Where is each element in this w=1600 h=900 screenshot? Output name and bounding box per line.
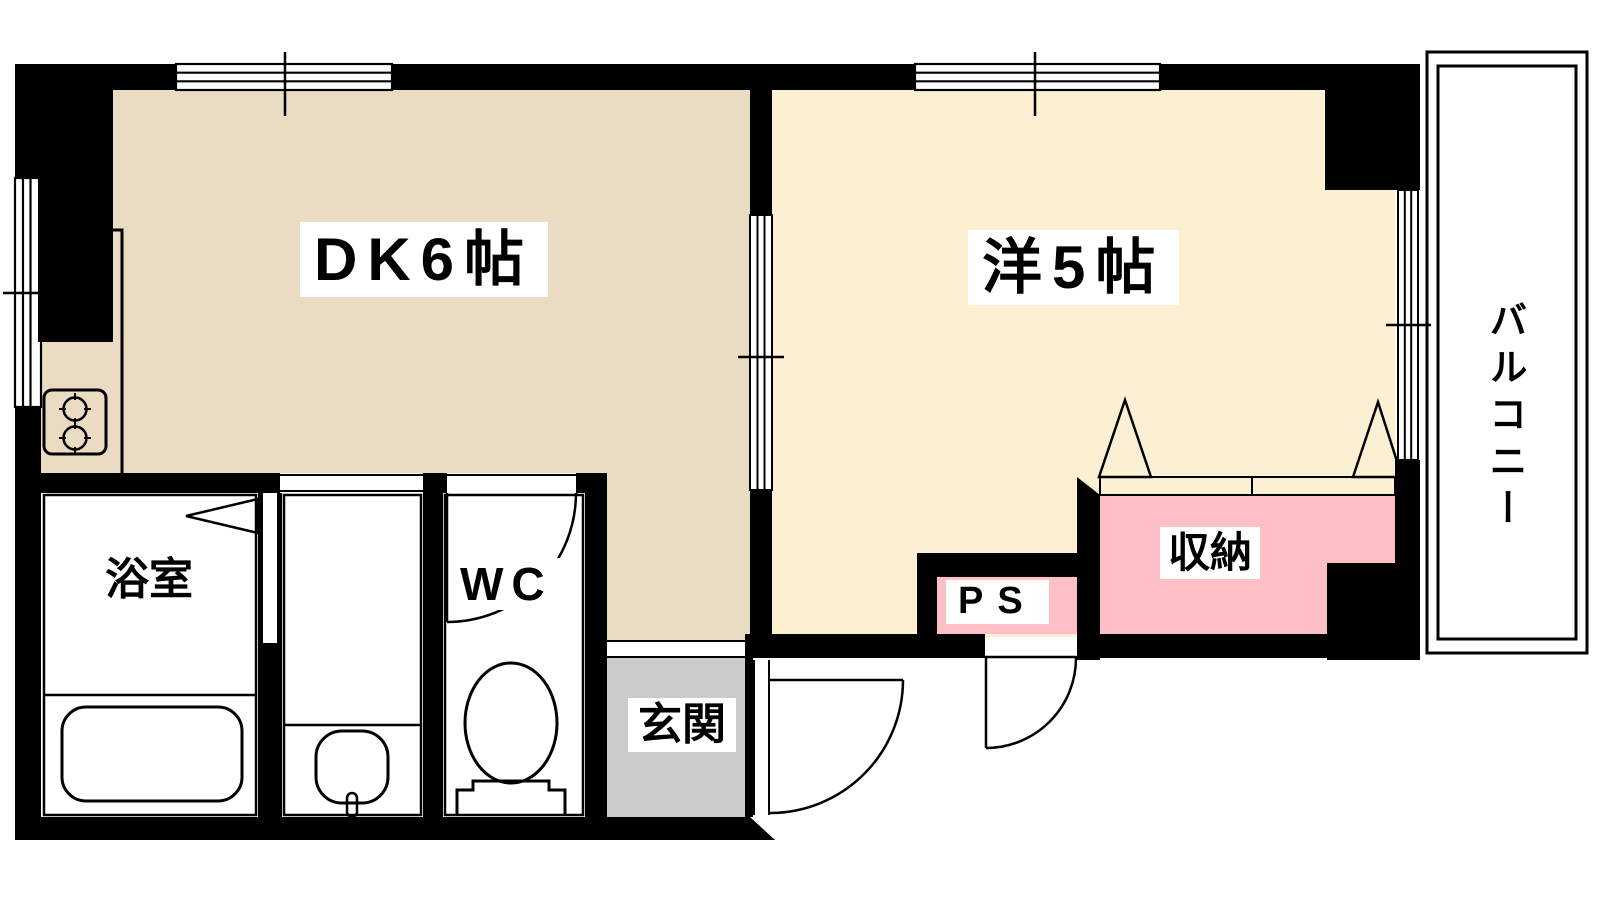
corner-column-top-right	[1325, 64, 1420, 190]
western-room-label: 洋5帖	[968, 230, 1180, 305]
entrance-threshold	[607, 640, 745, 658]
sliding-door-dk-western	[738, 214, 784, 491]
washroom-floor	[282, 493, 423, 817]
storage-label: 収納	[1160, 527, 1261, 580]
basin-faucet	[345, 791, 359, 819]
storage-doors	[1097, 396, 1404, 496]
front-door	[753, 660, 905, 815]
storage-door-right	[1351, 397, 1404, 479]
toilet-bowl	[463, 661, 559, 785]
ps-label: PS	[946, 580, 1049, 624]
washroom-fixtures	[284, 723, 421, 819]
bathroom-label: 浴室	[95, 553, 203, 608]
window-kitchen-left	[3, 176, 53, 409]
ps-door	[984, 655, 1078, 750]
balcony	[1425, 50, 1589, 655]
window-dk-top	[174, 52, 394, 116]
washroom-opening	[280, 473, 423, 493]
bathroom-folding-door	[185, 493, 279, 643]
bathroom-fixtures	[44, 693, 256, 803]
bathroom-floor	[42, 493, 258, 817]
front-door-arc	[769, 679, 905, 815]
wash-basin	[314, 729, 390, 805]
gas-stove	[42, 388, 108, 456]
kitchen-counter	[41, 228, 124, 473]
dk-room-label: DK6帖	[300, 222, 549, 297]
toilet-base	[455, 779, 567, 815]
storage-door-track	[1099, 476, 1396, 496]
balcony-label: バルコニー	[1482, 300, 1525, 535]
wc-label: WC	[450, 558, 563, 611]
bathtub	[60, 705, 244, 803]
corner-column-top-left	[38, 90, 113, 342]
kitchen-sink	[44, 254, 108, 338]
storage-door-left	[1097, 396, 1153, 479]
window-balcony	[1386, 189, 1431, 461]
balcony-railing	[1436, 64, 1578, 641]
wc-floor	[443, 493, 585, 817]
toilet	[455, 661, 567, 815]
walls	[15, 64, 1420, 840]
ps-door-arc	[985, 657, 1078, 750]
window-western-top	[913, 52, 1162, 116]
bottom-wall	[15, 817, 775, 840]
dk-floor	[41, 90, 750, 640]
entrance-label: 玄関	[628, 698, 736, 753]
